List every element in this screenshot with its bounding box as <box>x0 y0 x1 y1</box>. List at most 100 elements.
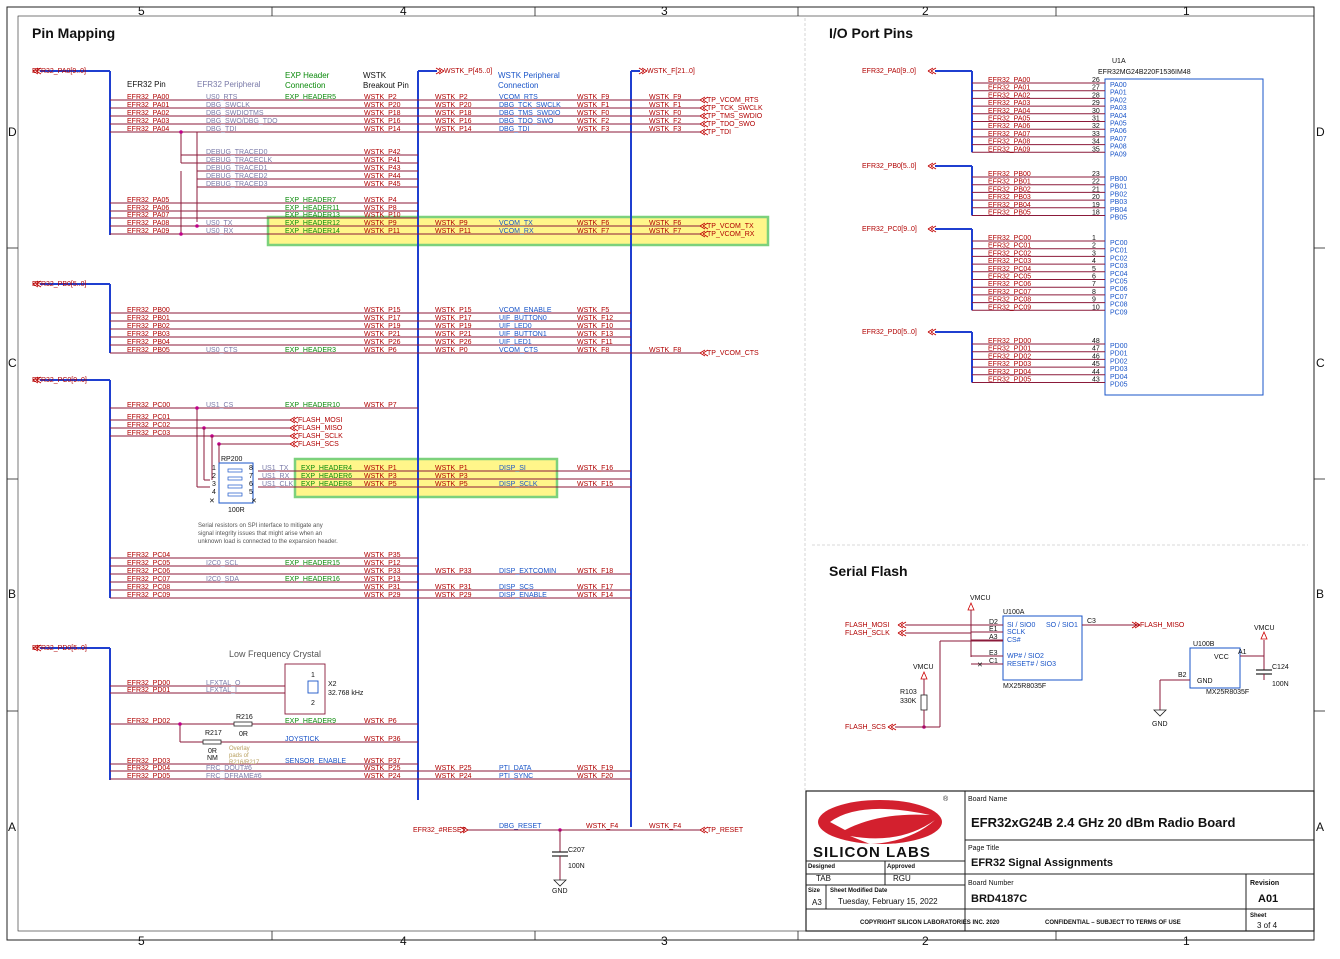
border-col-bottom: 1 <box>1183 934 1190 948</box>
io-pin-num: 44 <box>1092 369 1100 376</box>
crystal-x2 <box>307 680 319 694</box>
io-pin-name: PB00 <box>1110 176 1127 183</box>
u100b-ref: U100B <box>1193 641 1215 648</box>
u100b-part: MX25R8035F <box>1206 689 1249 696</box>
flash-net-label: FLASH_MISO <box>298 425 343 432</box>
u100a-part: MX25R8035F <box>1003 683 1046 690</box>
r217-nm: NM <box>207 755 218 762</box>
io-pin-name: PC00 <box>1110 240 1128 247</box>
wstk-breakout-label: WSTK_P6 <box>364 347 397 354</box>
efr32-pin-label: EFR32_PB02 <box>127 323 170 330</box>
hdr-wstk-1: WSTK <box>363 71 387 80</box>
efr32-pin-label: EFR32_PD01 <box>127 687 170 694</box>
wstk-peripheral-label: UIF_BUTTON1 <box>499 331 547 338</box>
offpage-arrow <box>699 826 709 834</box>
board-name-label: Board Name <box>968 796 1007 803</box>
flash-pin-num: A3 <box>989 634 998 641</box>
wstk-breakout-label: WSTK_P6 <box>364 718 397 725</box>
io-pin-name: PC05 <box>1110 279 1128 286</box>
wstk-breakout-label: WSTK_P41 <box>364 157 401 164</box>
efr32-pin-label: EFR32_PA04 <box>127 126 169 133</box>
wstk-breakout-label: WSTK_P29 <box>364 592 401 599</box>
io-pin-name: PC01 <box>1110 248 1128 255</box>
designed: TAB <box>816 874 831 883</box>
offpage-arrow <box>927 67 937 75</box>
rp200-ref: RP200 <box>221 456 243 463</box>
io-pin-name: PC08 <box>1110 302 1128 309</box>
border-row-right: D <box>1316 125 1325 139</box>
title-block: ® SILICON LABS Board Name EFR32xG24B 2.4… <box>805 790 1315 932</box>
io-pin-num: 18 <box>1092 210 1100 217</box>
efr32-peripheral-label: US1_CS <box>206 402 234 409</box>
io-pin-num: 9 <box>1092 297 1096 304</box>
c124-value: 100N <box>1272 681 1289 688</box>
offpage-arrow <box>699 96 709 104</box>
io-net-label: EFR32_PD02 <box>988 353 1031 360</box>
wstk-f2-label: WSTK_F7 <box>649 228 681 235</box>
exp-header-label: EXP_HEADER4 <box>301 465 352 472</box>
trace-peripheral-label: DEBUG_TRACED1 <box>206 165 268 172</box>
border-col-top: 1 <box>1183 4 1190 18</box>
note-line-3: unknown load is connected to the expansi… <box>198 539 338 545</box>
wstk-pin-label: WSTK_P17 <box>435 315 472 322</box>
bus-label-wstk-f: WSTK_F[21..0] <box>647 68 695 75</box>
border-row-left: D <box>8 125 17 139</box>
io-net-label: EFR32_PC02 <box>988 250 1031 257</box>
io-pin-num: 27 <box>1092 85 1100 92</box>
io-net-label: EFR32_PD03 <box>988 361 1031 368</box>
wstk-pin-label: WSTK_P29 <box>435 592 472 599</box>
wstk-peripheral-label: UIF_LED1 <box>499 339 532 346</box>
copyright: COPYRIGHT SILICON LABORATORIES INC. 2020 <box>860 920 1000 926</box>
offpage-arrow <box>927 225 937 233</box>
junction-dot <box>179 130 183 134</box>
offpage-arrow <box>289 432 299 440</box>
io-net-label: EFR32_PA03 <box>988 100 1030 107</box>
io-pin-name: PC03 <box>1110 263 1128 270</box>
efr32-peripheral-label: US0_RTS <box>206 94 238 101</box>
exp-header-label: EXP_HEADER12 <box>285 220 340 227</box>
io-net-label: EFR32_PA09 <box>988 146 1030 153</box>
u100b-gnd: GND <box>1197 678 1213 685</box>
rp200-pin-left: 2 <box>212 473 216 480</box>
wstk-f-label: WSTK_F5 <box>577 307 609 314</box>
io-pin-num: 20 <box>1092 194 1100 201</box>
efr32-peripheral-label: US1_TX <box>262 465 289 472</box>
confidential: CONFIDENTIAL – SUBJECT TO TERMS OF USE <box>1045 920 1181 926</box>
wstk-f-label: WSTK_F18 <box>577 568 613 575</box>
efr32-pin-label: EFR32_PD04 <box>127 765 170 772</box>
vmcu-label: VMCU <box>970 595 991 602</box>
wstk-pin-label: WSTK_P25 <box>435 765 472 772</box>
flash-miso-label: FLASH_MISO <box>1140 622 1185 629</box>
exp-header-label: EXP_HEADER3 <box>285 347 336 354</box>
wstk-peripheral-label: UIF_BUTTON0 <box>499 315 547 322</box>
wstk-breakout-label: WSTK_P3 <box>364 473 397 480</box>
bus-label: EFR32_PD0[5..0] <box>862 329 917 336</box>
io-pin-num: 31 <box>1092 116 1100 123</box>
efr32-pin-label: EFR32_PC00 <box>127 402 170 409</box>
io-net-label: EFR32_PA00 <box>988 77 1030 84</box>
rp200-body <box>218 462 254 504</box>
flash-scs-label: FLASH_SCS <box>845 724 886 731</box>
efr32-peripheral-label: US1_RX <box>262 473 290 480</box>
efr32-pin-label: EFR32_PD05 <box>127 773 170 780</box>
flash-pin-name: SCLK <box>1007 629 1026 636</box>
io-pin-name: PA04 <box>1110 113 1127 120</box>
exp-header-label: EXP_HEADER5 <box>285 94 336 101</box>
efr32-pin-label: EFR32_PD00 <box>127 680 170 687</box>
u1a-part: EFR32MG24B220F1536IM48 <box>1098 69 1191 76</box>
io-pin-name: PA01 <box>1110 90 1127 97</box>
io-net-label: EFR32_PA08 <box>988 139 1030 146</box>
flash-pin-so: SO / SIO1 <box>1046 622 1078 629</box>
wstk-breakout-label: WSTK_P18 <box>364 110 401 117</box>
io-pin-num: 19 <box>1092 202 1100 209</box>
wstk-breakout-label: WSTK_P37 <box>364 758 401 765</box>
flash-pin-c3: C3 <box>1087 618 1096 625</box>
io-pin-name: PA03 <box>1110 105 1127 112</box>
wstk-pin-label: WSTK_P26 <box>435 339 472 346</box>
offpage-arrow <box>699 222 709 230</box>
wstk-breakout-label: WSTK_P36 <box>364 736 401 743</box>
sheet-num: 3 of 4 <box>1257 921 1278 930</box>
io-net-label: EFR32_PC01 <box>988 243 1031 250</box>
io-pin-name: PC07 <box>1110 294 1128 301</box>
